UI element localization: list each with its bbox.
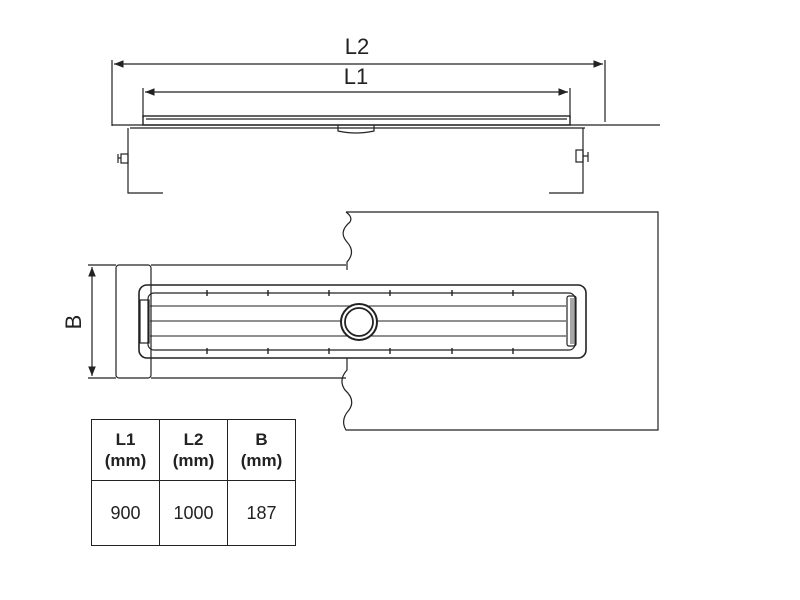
- col-header-unit: (mm): [240, 451, 283, 470]
- spec-table-header-row: L1 (mm) L2 (mm) B (mm): [91, 419, 296, 481]
- col-header-unit: (mm): [172, 451, 215, 470]
- l1-label: L1: [344, 64, 368, 89]
- center-outlet: [337, 125, 375, 134]
- cell-b-value: 187: [227, 480, 296, 546]
- grate-tabs: [206, 290, 514, 354]
- col-header-l1: L1 (mm): [91, 419, 160, 481]
- col-header-b: B (mm): [227, 419, 296, 481]
- l2-label: L2: [345, 34, 369, 59]
- channel-inner: [147, 292, 576, 351]
- channel-body: [142, 115, 571, 126]
- table-row: 900 1000 187: [91, 480, 296, 546]
- col-header-name: B: [255, 430, 268, 449]
- left-screw-icon: [117, 153, 129, 164]
- floor-panel: [341, 211, 659, 431]
- left-end-cap: [139, 299, 150, 344]
- col-header-unit: (mm): [104, 451, 147, 470]
- flange-plate: [115, 264, 152, 379]
- b-label: B: [61, 315, 86, 330]
- cell-l2-value: 1000: [159, 480, 228, 546]
- channel-outer: [138, 284, 587, 359]
- col-header-l2: L2 (mm): [159, 419, 228, 481]
- right-end-cap: [566, 295, 577, 347]
- right-screw-icon: [575, 149, 589, 163]
- col-header-name: L2: [183, 430, 204, 449]
- col-header-name: L1: [115, 430, 136, 449]
- outlet-circle-inner: [344, 307, 374, 337]
- right-leg: [549, 128, 584, 194]
- top-view: [88, 211, 659, 431]
- side-view: [111, 60, 660, 194]
- spec-table: L1 (mm) L2 (mm) B (mm) 900 1000 187: [91, 419, 296, 546]
- left-leg: [127, 128, 163, 194]
- cell-l1-value: 900: [91, 480, 160, 546]
